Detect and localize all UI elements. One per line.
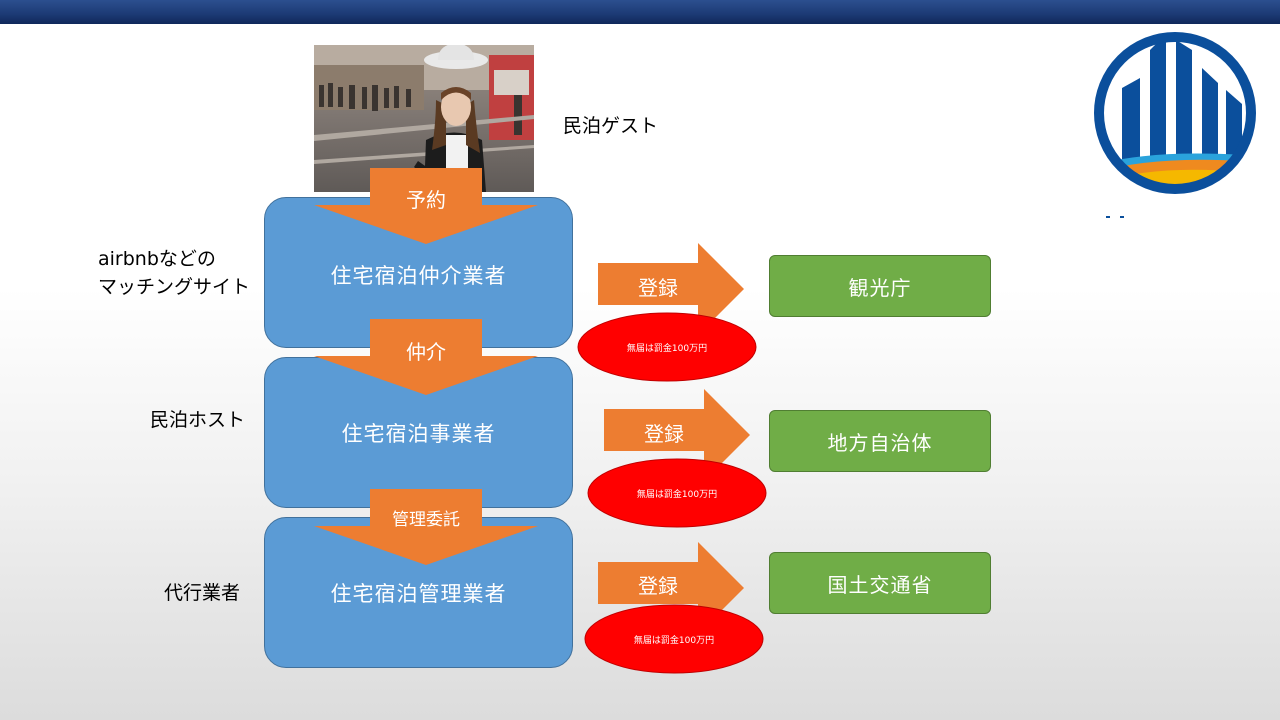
penalty-text-3: 無届は罰金100万円 (633, 636, 715, 646)
mediate-arrow (314, 319, 538, 395)
manager-box: 住宅宿泊管理業者 (264, 517, 573, 668)
register-arrow-2-label: 登録 (644, 422, 684, 446)
business-box: 住宅宿泊事業者 (264, 357, 573, 508)
penalty-ellipse-3 (584, 604, 764, 674)
authority-local-label: 地方自治体 (827, 430, 933, 455)
reserve-arrow-label: 予約 (406, 188, 446, 212)
penalty-ellipse-1 (577, 312, 757, 382)
penalty-ellipse-2 (587, 458, 767, 528)
host-label: 民泊ホスト (150, 409, 246, 431)
entrust-arrow-label: 管理委託 (392, 510, 460, 530)
penalty-text-2: 無届は罰金100万円 (636, 490, 718, 500)
authority-mlit-label: 国土交通省 (827, 572, 933, 597)
matching-site-label-line1: airbnbなどの (98, 248, 216, 270)
penalty-text-1: 無届は罰金100万円 (626, 344, 708, 354)
header-bar (0, 0, 1280, 24)
broker-box-label: 住宅宿泊仲介業者 (330, 263, 507, 288)
manager-box-label: 住宅宿泊管理業者 (330, 581, 507, 606)
register-arrow-3-label: 登録 (638, 574, 678, 598)
business-box-label: 住宅宿泊事業者 (341, 421, 496, 446)
reserve-arrow (314, 168, 538, 244)
authority-local-government: 地方自治体 (769, 410, 991, 472)
guest-label: 民泊ゲスト (563, 115, 659, 137)
register-arrow-1-label: 登録 (638, 276, 678, 300)
register-arrow-1 (598, 243, 744, 335)
authority-mlit: 国土交通省 (769, 552, 991, 614)
agent-label: 代行業者 (164, 582, 241, 604)
authority-tourism-agency: 観光庁 (769, 255, 991, 317)
register-arrow-2 (604, 389, 750, 481)
authority-tourism-label: 観光庁 (848, 275, 912, 300)
company-logo (1092, 28, 1258, 223)
entrust-arrow (314, 489, 538, 565)
matching-site-label-line2: マッチングサイト (98, 276, 251, 298)
mediate-arrow-label: 仲介 (406, 340, 446, 364)
